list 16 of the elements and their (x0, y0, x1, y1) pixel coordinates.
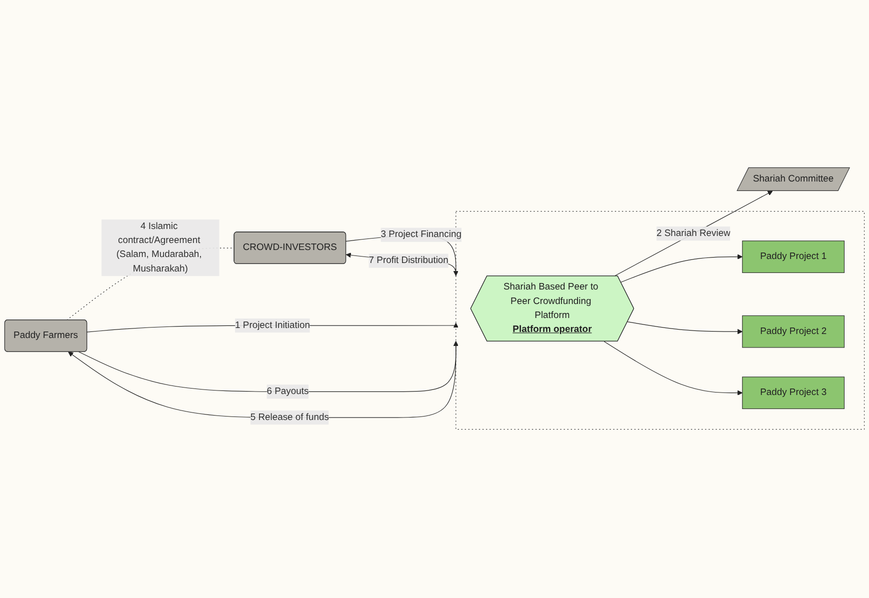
node-box: Paddy Project 3 (742, 377, 845, 410)
edge-label: 5 Release of funds (250, 412, 329, 423)
edge-label: 1 Project Initiation (235, 320, 310, 331)
node-box: Paddy Project 1 (742, 241, 845, 274)
node-box: Paddy Project 2 (742, 316, 845, 348)
arrow (620, 254, 743, 284)
edge-label: 6 Payouts (266, 386, 309, 397)
arrow (627, 322, 743, 335)
arrow (604, 342, 743, 396)
arrow (614, 191, 773, 277)
arrow (78, 341, 458, 392)
arrow (345, 236, 458, 276)
edge-label: 2 Shariah Review (656, 228, 730, 239)
edge-label: 3 Project Financing (380, 230, 462, 240)
edge-label: 7 Profit Distribution (368, 256, 448, 266)
edge-label: 4 Islamic contract/Agreement (Salam, Mudarabah, Musharakah) (116, 222, 202, 274)
